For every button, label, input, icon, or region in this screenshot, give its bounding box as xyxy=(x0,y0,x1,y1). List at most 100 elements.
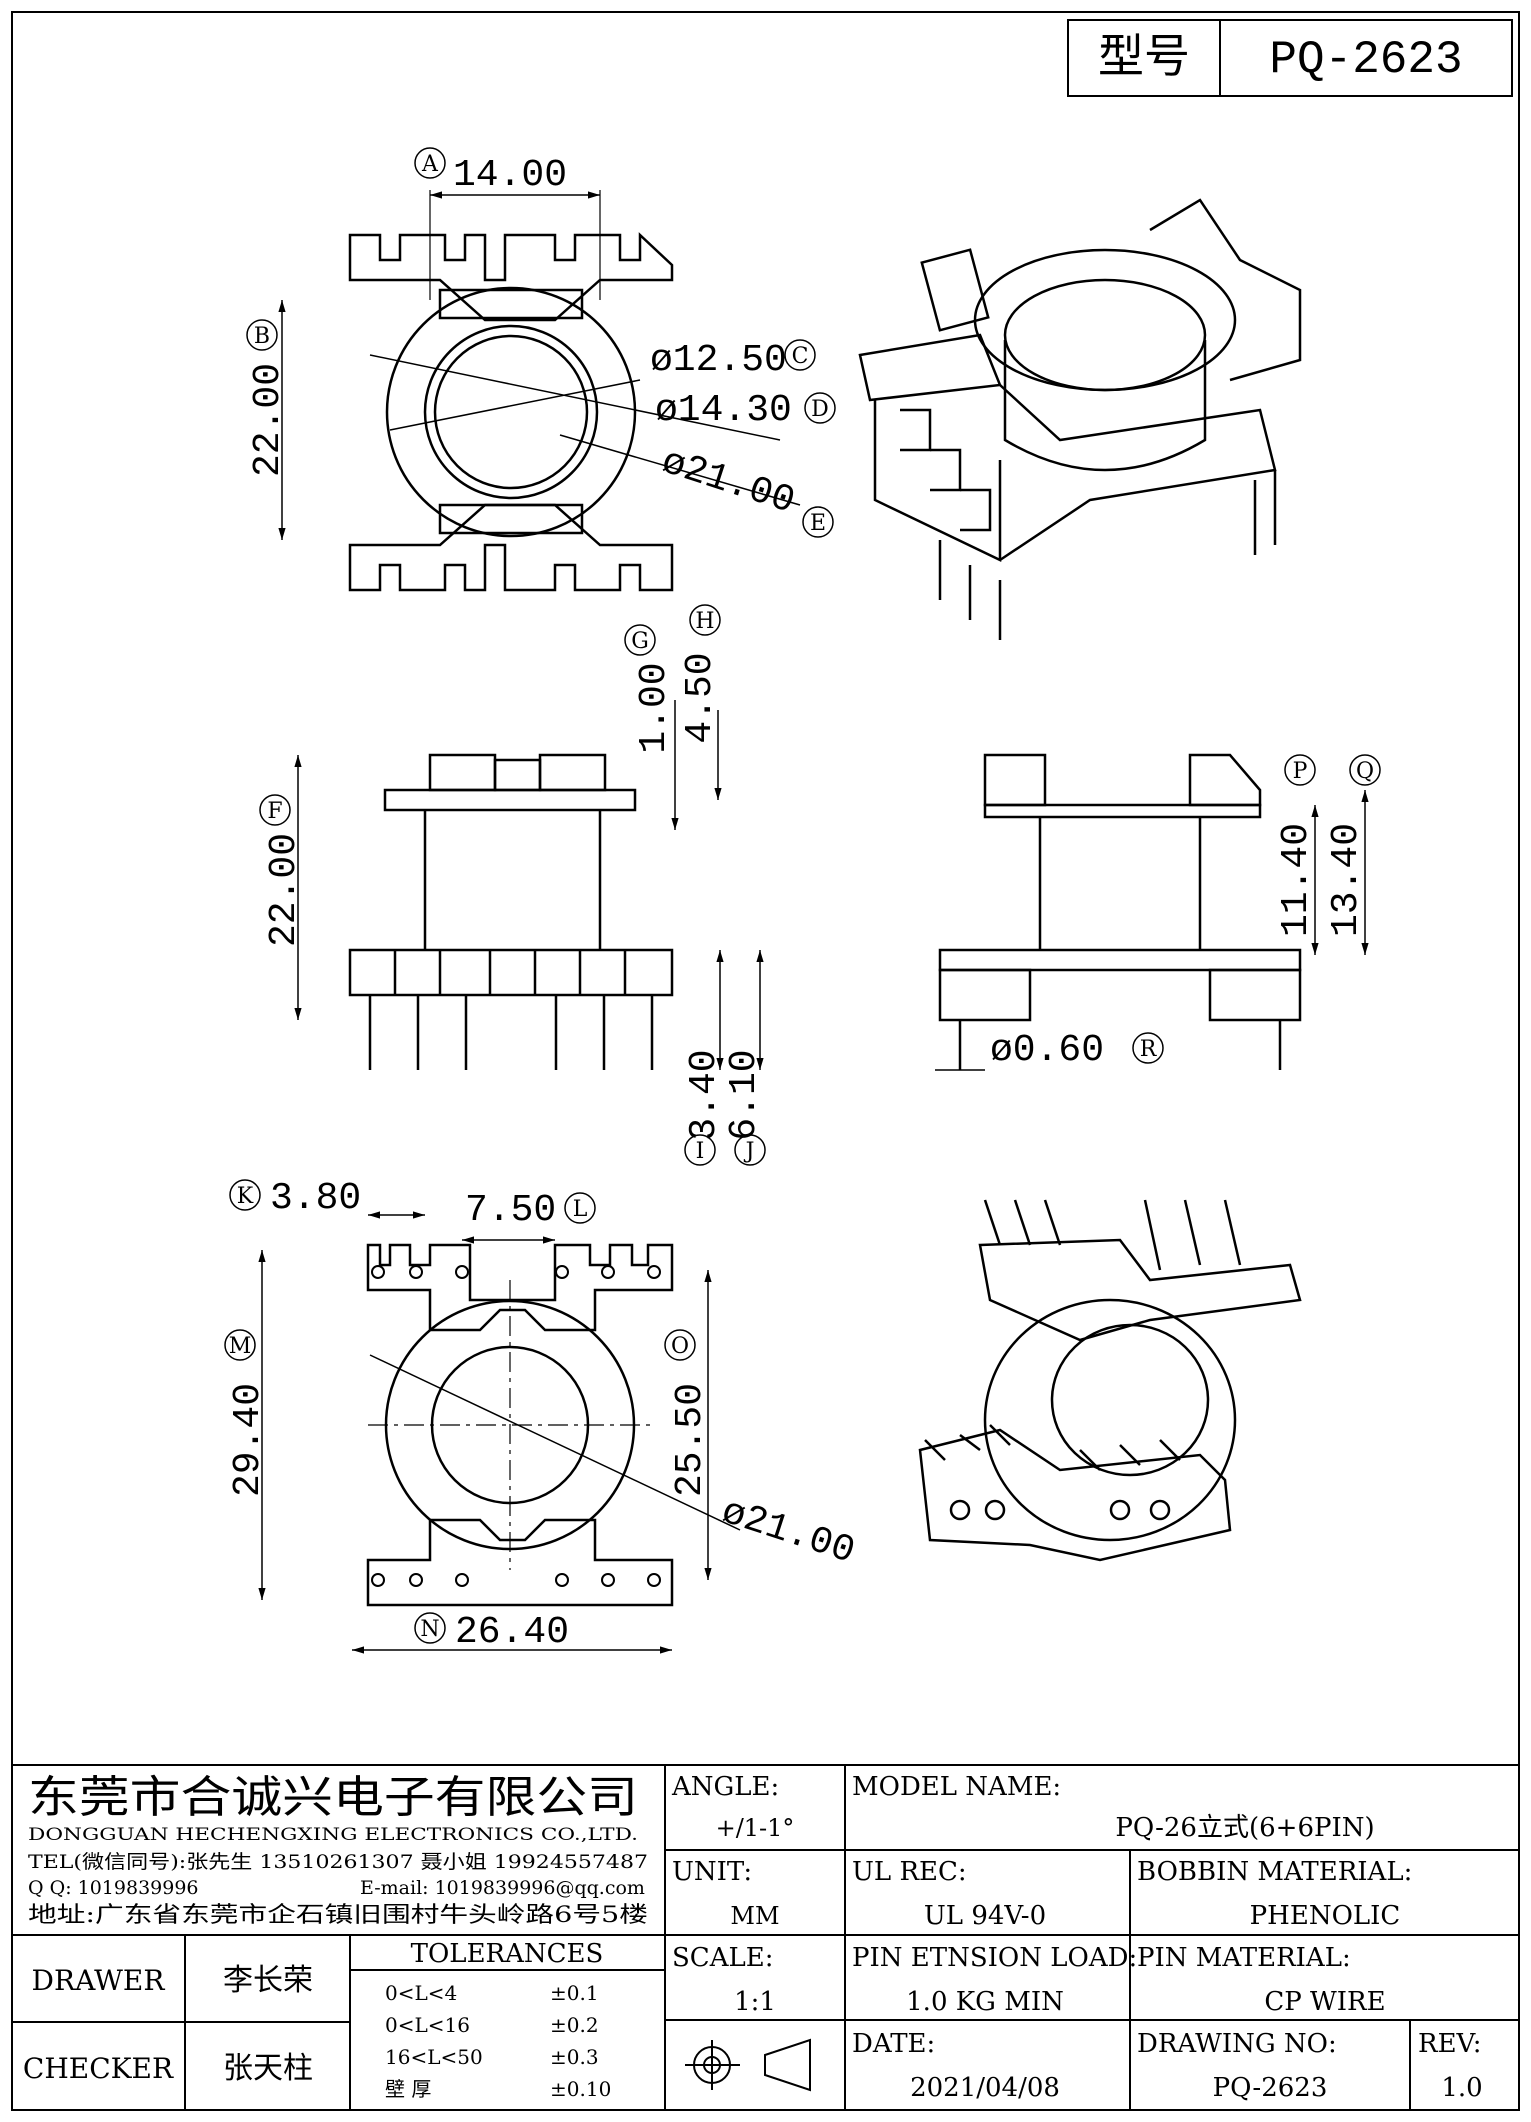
dim-e-value: ø21.00 xyxy=(656,441,799,524)
dim-c-value: ø12.50 xyxy=(650,339,787,382)
angle-value: +/1-1° xyxy=(716,1814,795,1842)
dim-k-value: 3.80 xyxy=(270,1177,361,1220)
model-header-value: PQ-2623 xyxy=(1269,34,1462,86)
dim-g-value: 1.00 xyxy=(633,662,676,753)
dimension-c: ø12.50 C xyxy=(650,339,816,382)
isometric-view-bottom xyxy=(918,1199,1302,1562)
dimension-m: M 29.40 xyxy=(224,1250,270,1600)
bottom-view xyxy=(366,1243,741,1607)
checker-label: CHECKER xyxy=(23,2052,174,2085)
dim-d-value: ø14.30 xyxy=(655,389,792,432)
unit-label: UNIT: xyxy=(672,1857,752,1887)
drawer-label: DRAWER xyxy=(32,1964,166,1997)
company-qq: Q Q: 1019839996 xyxy=(28,1877,199,1899)
dimension-q: Q 13.40 xyxy=(1325,754,1381,955)
rev-label: REV: xyxy=(1418,2029,1481,2059)
ul-label: UL REC: xyxy=(852,1857,967,1887)
tolerance-range-4: 壁 厚 xyxy=(385,2077,431,2101)
dim-n-value: 26.40 xyxy=(455,1611,569,1654)
tolerance-range-1: 0<L<4 xyxy=(385,1981,457,2005)
dimension-j: J 6.10 xyxy=(723,950,766,1166)
dim-b-letter: B xyxy=(254,324,270,349)
dim-h-letter: H xyxy=(695,609,714,634)
angle-label: ANGLE: xyxy=(671,1772,779,1802)
dimension-g: G 1.00 xyxy=(624,624,679,830)
dimension-n: N 26.40 xyxy=(352,1611,672,1654)
dim-f-letter: F xyxy=(267,799,282,824)
dim-d-letter: D xyxy=(811,397,829,422)
ul-value: UL 94V-0 xyxy=(924,1901,1046,1931)
dim-l-value: 7.50 xyxy=(465,1189,556,1232)
dimension-a: A 14.00 xyxy=(414,147,601,300)
dim-i-value: 3.40 xyxy=(683,1049,726,1140)
dimension-h: H 4.50 xyxy=(679,604,722,800)
pin-material-label: PIN MATERIAL: xyxy=(1137,1943,1351,1973)
dim-p-value: 11.40 xyxy=(1275,823,1318,937)
dim-b-value: 22.00 xyxy=(247,363,290,477)
checker-value: 张天柱 xyxy=(223,2051,313,2086)
dimension-k: K 3.80 xyxy=(229,1177,425,1220)
tolerance-value-1: ±0.1 xyxy=(550,1981,599,2005)
drawer-value: 李长荣 xyxy=(223,1963,313,1998)
dim-o-value: 25.50 xyxy=(669,1383,712,1497)
dim-a-value: 14.00 xyxy=(453,154,567,197)
company-name-en: DONGGUAN HECHENGXING ELECTRONICS CO.,LTD… xyxy=(28,1825,638,1845)
tolerance-range-3: 16<L<50 xyxy=(385,2045,483,2069)
projection-symbol-icon xyxy=(685,2038,811,2092)
company-name-cn: 东莞市合诚兴电子有限公司 xyxy=(28,1772,638,1823)
dim-g-letter: G xyxy=(631,629,649,654)
model-name-value: PQ-26立式(6+6PIN) xyxy=(1115,1813,1374,1843)
dimension-f: F 22.00 xyxy=(259,755,306,1020)
dim-j-letter: J xyxy=(744,1139,755,1164)
date-value: 2021/04/08 xyxy=(910,2073,1060,2103)
dim-e-letter: E xyxy=(810,511,826,536)
front-view xyxy=(348,753,674,1070)
company-email: E-mail: 1019839996@qq.com xyxy=(360,1877,645,1899)
dimension-bottom-dia: ø21.00 xyxy=(716,1491,859,1574)
dim-r-letter: R xyxy=(1140,1037,1158,1062)
dim-r-value: ø0.60 xyxy=(990,1029,1104,1072)
pin-material-value: CP WIRE xyxy=(1264,1987,1385,2017)
unit-value: MM xyxy=(730,1902,779,1930)
dimension-b: B 22.00 xyxy=(246,300,290,540)
dim-q-letter: Q xyxy=(1356,759,1374,784)
side-view xyxy=(938,753,1302,1070)
dim-m-value: 29.40 xyxy=(227,1383,270,1497)
bottom-view-pin-holes xyxy=(371,1265,661,1587)
title-block xyxy=(12,1764,1519,2110)
dim-l-letter: L xyxy=(573,1197,588,1222)
dim-n-letter: N xyxy=(420,1617,439,1642)
pin-load-value: 1.0 KG MIN xyxy=(906,1987,1064,2017)
rev-value: 1.0 xyxy=(1441,2073,1482,2103)
model-header-box: 型号 PQ-2623 xyxy=(1067,19,1513,97)
company-tel: TEL(微信同号):张先生 13510261307 聂小姐 1992455748… xyxy=(28,1851,648,1873)
dimension-p: P 11.40 xyxy=(1275,754,1319,955)
sheet-border xyxy=(11,11,1520,2111)
drawing-no-value: PQ-2623 xyxy=(1213,2073,1328,2103)
dim-c-letter: C xyxy=(792,344,809,369)
bobbin-label: BOBBIN MATERIAL: xyxy=(1137,1857,1412,1887)
dimension-r: ø0.60 R xyxy=(935,1029,1164,1072)
model-header-label: 型号 xyxy=(1098,29,1190,83)
dimension-i: I 3.40 xyxy=(683,950,726,1166)
company-address: 地址:广东省东莞市企石镇旧围村牛头岭路6号5楼 xyxy=(28,1903,648,1928)
tolerance-value-2: ±0.2 xyxy=(550,2013,599,2037)
dimension-d: ø14.30 D xyxy=(655,389,836,432)
dimension-e: ø21.00 E xyxy=(656,441,834,538)
dim-bottom-dia-value: ø21.00 xyxy=(716,1491,859,1574)
dim-q-value: 13.40 xyxy=(1325,823,1368,937)
dim-h-value: 4.50 xyxy=(679,652,722,743)
scale-label: SCALE: xyxy=(672,1943,774,1973)
dim-m-letter: M xyxy=(229,1334,252,1359)
tolerance-range-2: 0<L<16 xyxy=(385,2013,470,2037)
isometric-view-top xyxy=(858,198,1302,640)
tolerances-label: TOLERANCES xyxy=(411,1939,604,1969)
dim-f-value: 22.00 xyxy=(263,833,306,947)
model-name-label: MODEL NAME: xyxy=(852,1772,1061,1802)
dimension-o: O 25.50 xyxy=(664,1270,712,1580)
dim-k-letter: K xyxy=(237,1184,254,1209)
date-label: DATE: xyxy=(852,2029,935,2059)
dim-i-letter: I xyxy=(696,1139,705,1164)
dimension-l: 7.50 L xyxy=(462,1189,596,1244)
